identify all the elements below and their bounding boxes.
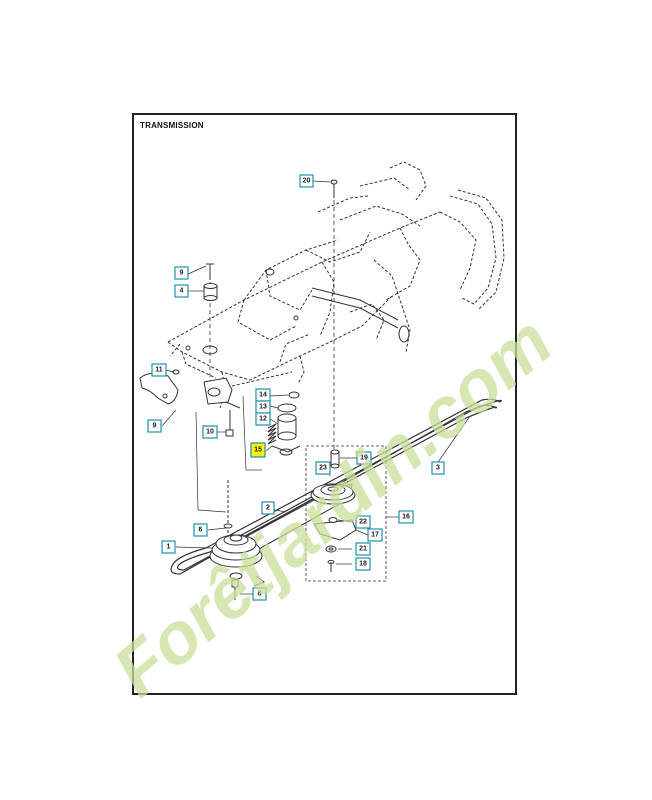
svg-text:17: 17 xyxy=(371,532,379,539)
bolt-6 xyxy=(223,480,233,534)
washer-22 xyxy=(328,517,338,523)
callout-12: 12 xyxy=(255,412,271,426)
belt-2 xyxy=(229,483,353,555)
svg-text:13: 13 xyxy=(259,404,267,411)
svg-text:9: 9 xyxy=(180,270,184,277)
callout-10: 10 xyxy=(202,425,218,439)
bushing-4 xyxy=(203,283,218,301)
callout-22: 22 xyxy=(355,515,371,529)
svg-text:18: 18 xyxy=(359,561,367,568)
callout-9-lower: 9 xyxy=(147,419,162,433)
callout-11: 11 xyxy=(151,363,167,377)
callout-1: 1 xyxy=(161,540,176,554)
washer-13 xyxy=(277,403,297,413)
idler-arm xyxy=(203,371,293,437)
svg-text:14: 14 xyxy=(259,392,267,399)
callout-8: 8 xyxy=(252,587,267,601)
callout-17: 17 xyxy=(367,528,383,542)
svg-text:12: 12 xyxy=(259,416,267,423)
diagram-frame xyxy=(132,113,517,695)
svg-text:16: 16 xyxy=(402,514,410,521)
callout-6: 6 xyxy=(193,523,208,537)
svg-text:20: 20 xyxy=(303,178,311,185)
callout-23: 23 xyxy=(315,461,331,475)
belt-3 xyxy=(170,398,502,575)
svg-text:15: 15 xyxy=(254,447,262,454)
bolt-8 xyxy=(229,572,266,600)
callout-16: 16 xyxy=(398,510,414,524)
svg-text:6: 6 xyxy=(199,527,203,534)
svg-text:9: 9 xyxy=(153,423,157,430)
svg-text:11: 11 xyxy=(155,367,163,374)
svg-text:3: 3 xyxy=(436,465,440,472)
spring-15 xyxy=(267,423,301,456)
svg-text:1: 1 xyxy=(167,544,171,551)
svg-text:10: 10 xyxy=(206,429,214,436)
pulley-19 xyxy=(330,449,340,469)
callout-2: 2 xyxy=(261,501,275,515)
rear-rail xyxy=(449,189,505,311)
callout-19: 19 xyxy=(356,451,372,465)
svg-text:Forêtjardin.com: Forêtjardin.com xyxy=(99,301,567,712)
main-pulley xyxy=(310,483,356,505)
bushing-12 xyxy=(277,413,297,441)
callout-15-highlighted: 15 xyxy=(250,442,266,458)
idler-bracket-9 xyxy=(139,372,179,405)
callout-4: 4 xyxy=(174,284,189,298)
watermark: Forêtjardin.com xyxy=(99,301,567,712)
engine-pulley-1 xyxy=(209,534,263,568)
callout-3: 3 xyxy=(431,461,445,475)
pulley-assembly-box xyxy=(305,445,387,582)
washer-21 xyxy=(325,545,337,553)
callout-21: 21 xyxy=(355,542,371,556)
svg-text:8: 8 xyxy=(258,591,262,598)
svg-text:4: 4 xyxy=(180,288,184,295)
svg-text:2: 2 xyxy=(266,505,270,512)
svg-text:23: 23 xyxy=(319,465,327,472)
svg-text:22: 22 xyxy=(359,519,367,526)
frame-shaft xyxy=(185,268,410,355)
callout-14: 14 xyxy=(255,388,271,402)
callout-13: 13 xyxy=(255,400,271,414)
bolt-18 xyxy=(327,560,335,572)
bracket-17 xyxy=(313,519,357,541)
bolt-20 xyxy=(330,179,338,455)
page-title: TRANSMISSION xyxy=(140,121,204,130)
svg-text:19: 19 xyxy=(360,455,368,462)
callout-18: 18 xyxy=(355,557,371,571)
callout-9-upper: 9 xyxy=(174,266,189,280)
svg-text:21: 21 xyxy=(359,546,367,553)
callout-20: 20 xyxy=(299,174,314,188)
bolt-9-upper xyxy=(206,263,214,398)
washer-14 xyxy=(288,391,300,399)
